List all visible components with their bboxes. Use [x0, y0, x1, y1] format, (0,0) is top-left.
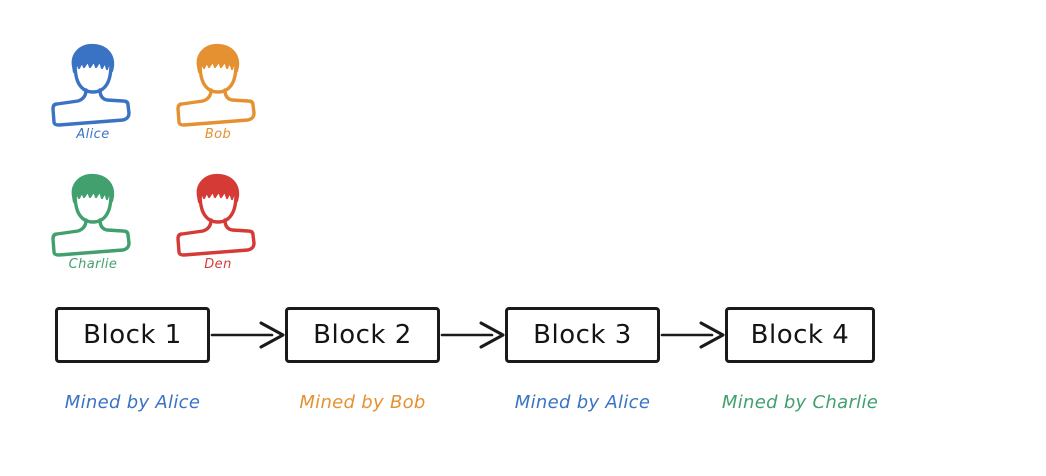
block-box-4[interactable]: Block 4	[725, 307, 875, 363]
block-box-2[interactable]: Block 2	[285, 307, 440, 363]
participant-charlie[interactable]: Charlie	[45, 165, 141, 285]
block-box-1[interactable]: Block 1	[55, 307, 210, 363]
miner-caption-block-1: Mined by Alice	[64, 392, 201, 413]
block-label: Block 2	[313, 320, 412, 350]
arrow-block2-to-block3	[440, 321, 505, 349]
person-avatar-icon	[176, 173, 256, 257]
arrow-block3-to-block4	[660, 321, 725, 349]
avatar-hair	[196, 173, 240, 204]
block-label: Block 3	[533, 320, 632, 350]
miner-caption-block-4: Mined by Charlie	[721, 392, 879, 413]
participant-den[interactable]: Den	[170, 165, 266, 285]
arrow-head	[259, 321, 285, 349]
participant-bob[interactable]: Bob	[170, 35, 266, 155]
arrow-head	[479, 321, 505, 349]
avatar-hair	[71, 173, 115, 204]
arrow-head	[699, 321, 725, 349]
arrow-block1-to-block2	[210, 321, 285, 349]
participant-label: Bob	[204, 127, 232, 142]
person-avatar-icon	[51, 43, 131, 127]
avatar-body	[51, 218, 131, 257]
avatar-hair	[71, 43, 115, 74]
participant-label: Charlie	[68, 257, 118, 272]
miner-caption-block-2: Mined by Bob	[299, 392, 426, 413]
block-label: Block 4	[750, 320, 850, 350]
avatar-body	[51, 88, 131, 127]
person-avatar-icon	[51, 173, 131, 257]
miner-caption-block-3: Mined by Alice	[514, 392, 651, 413]
participant-alice[interactable]: Alice	[45, 35, 141, 155]
avatar-body	[176, 218, 256, 257]
block-label: Block 1	[83, 320, 182, 350]
avatar-hair	[196, 43, 240, 74]
block-box-3[interactable]: Block 3	[505, 307, 660, 363]
participant-label: Alice	[76, 127, 110, 142]
participant-label: Den	[204, 257, 232, 272]
person-avatar-icon	[176, 43, 256, 127]
avatar-body	[176, 88, 256, 127]
